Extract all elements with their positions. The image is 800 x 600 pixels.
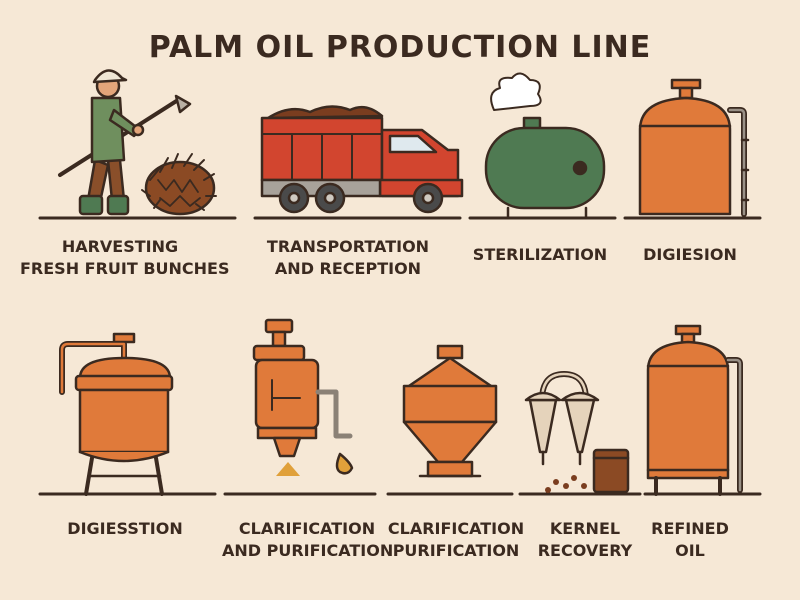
step-label-kernel-recovery: KERNEL RECOVERY — [530, 518, 640, 562]
step-label-line: CLARIFICATION — [238, 519, 376, 538]
step-label-digestion: DIGIESION — [620, 244, 760, 266]
pressure-vessel-icon — [59, 332, 174, 496]
step-label-line: STERILIZATION — [472, 245, 608, 264]
step-label-line: TRANSPORTATION — [266, 237, 430, 256]
step-label-line: DIGIESSTION — [67, 519, 183, 538]
step-label-line: REFINED — [651, 519, 729, 538]
step-label-harvesting: HARVESTING FRESH FRUIT BUNCHES — [20, 236, 230, 280]
step-label-digiesstion: DIGIESSTION — [50, 518, 200, 540]
step-label-line: FRESH FRUIT BUNCHES — [20, 259, 230, 278]
step-label-line: PURIFICATION — [392, 541, 520, 560]
steam-tank-icon — [484, 72, 606, 220]
step-label-line: OIL — [675, 541, 705, 560]
step-label-clarification-and-purification: CLARIFICATION AND PURIFICATION — [222, 518, 394, 562]
conical-tank-icon — [402, 344, 498, 478]
screw-press-icon — [252, 318, 354, 476]
step-label-transportation: TRANSPORTATION AND RECEPTION — [248, 236, 448, 280]
step-label-line: AND RECEPTION — [274, 259, 422, 278]
step-label-refined-oil: REFINED OIL — [640, 518, 740, 562]
step-label-line: DIGIESION — [643, 245, 737, 264]
digester-tank-icon — [638, 78, 750, 217]
step-label-line: RECOVERY — [537, 541, 633, 560]
harvester-icon — [58, 69, 217, 216]
hydrocyclone-icon — [524, 371, 630, 494]
step-label-line: AND PURIFICATION — [222, 541, 394, 560]
step-label-clarification-purification: CLARIFICATION PURIFICATION — [386, 518, 526, 562]
step-label-sterilization: STERILIZATION — [460, 244, 620, 266]
page-title: PALM OIL PRODUCTION LINE — [148, 30, 652, 65]
step-label-line: CLARIFICATION — [387, 519, 525, 538]
step-label-line: KERNEL — [549, 519, 621, 538]
storage-tank-icon — [646, 324, 743, 496]
dump-truck-icon — [260, 105, 464, 214]
step-label-line: HARVESTING — [61, 237, 179, 256]
